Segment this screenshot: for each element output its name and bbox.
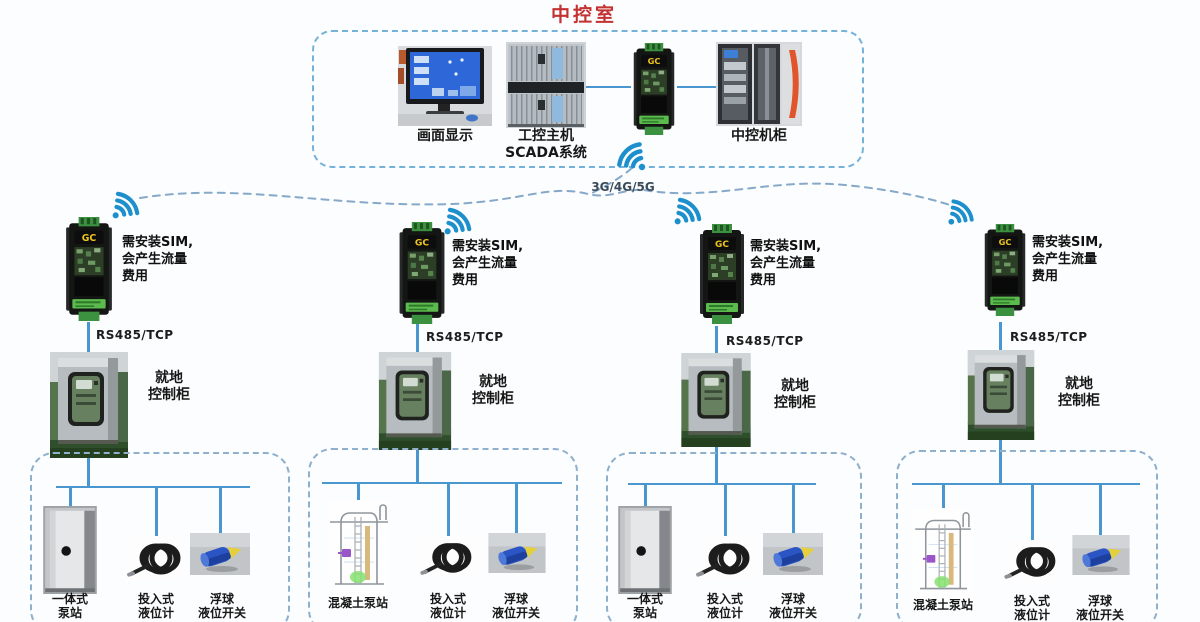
control-room-cabinet-photo bbox=[716, 42, 802, 126]
dtu-modem-photo: GC bbox=[66, 217, 112, 321]
local-cabinet-label: 就地控制柜 bbox=[1058, 376, 1100, 409]
float-switch-photo bbox=[488, 533, 546, 573]
device-label: 混凝土泵站 bbox=[327, 596, 388, 610]
float-switch-photo bbox=[1072, 535, 1130, 575]
wifi-icon bbox=[617, 142, 646, 171]
scada-host-caption-line1: 工控主机 bbox=[518, 128, 574, 144]
dtu-cabinet-link bbox=[87, 322, 90, 352]
drop-line bbox=[515, 482, 518, 533]
level-transmitter-photo bbox=[418, 536, 478, 578]
local-cabinet-label: 就地控制柜 bbox=[472, 374, 514, 407]
device-label: 浮球液位开关 bbox=[197, 592, 246, 621]
concrete-pump-station-drawing bbox=[328, 500, 390, 598]
svg-text:GC: GC bbox=[715, 240, 729, 250]
rs485-link-label: RS485/TCP bbox=[1010, 330, 1088, 344]
sensor-bus bbox=[322, 482, 562, 484]
drop-line bbox=[155, 486, 158, 536]
drop-line bbox=[1099, 483, 1102, 536]
scada-host-caption-line2: SCADA系统 bbox=[505, 144, 587, 161]
cabinet-bus-link bbox=[715, 447, 718, 485]
local-cabinet-photo bbox=[378, 352, 452, 450]
float-switch-photo bbox=[763, 533, 823, 575]
drop-line bbox=[724, 483, 727, 536]
dtu-modem-photo: GC bbox=[700, 224, 744, 324]
field-devices-box bbox=[30, 452, 290, 622]
drop-line bbox=[792, 483, 795, 534]
dtu-cabinet-link bbox=[999, 322, 1002, 350]
field-devices-box bbox=[896, 450, 1158, 622]
device-label: 一体式泵站 bbox=[626, 592, 663, 621]
level-transmitter-photo bbox=[694, 536, 756, 580]
drop-line bbox=[357, 482, 360, 502]
device-label: 一体式泵站 bbox=[51, 592, 88, 621]
scada-host-photo bbox=[506, 42, 586, 128]
local-cabinet-photo bbox=[967, 350, 1035, 440]
scada-host-caption: 工控主机 SCADA系统 bbox=[494, 128, 598, 161]
sensor-bus bbox=[912, 483, 1140, 485]
svg-text:GC: GC bbox=[415, 237, 430, 248]
control-room-box bbox=[312, 30, 864, 168]
wireless-network-label: 3G/4G/5G bbox=[591, 180, 655, 194]
drop-line bbox=[69, 486, 72, 506]
local-cabinet-photo bbox=[681, 353, 751, 447]
drop-line bbox=[447, 482, 450, 536]
device-label: 混凝土泵站 bbox=[912, 598, 973, 612]
dtu-modem-photo: GC bbox=[984, 224, 1026, 316]
drop-line bbox=[942, 483, 945, 512]
level-transmitter-photo bbox=[125, 536, 187, 580]
page-title: 中控室 bbox=[550, 4, 617, 26]
sim-note: 需安装SIM, 会产生流量 费用 bbox=[750, 239, 822, 288]
cabinet-bus-link bbox=[416, 450, 419, 484]
sim-note: 需安装SIM, 会产生流量 费用 bbox=[122, 235, 194, 284]
dtu-cabinet-link bbox=[416, 324, 419, 352]
dtu-modem-photo: GC bbox=[399, 222, 445, 324]
svg-text:GC: GC bbox=[999, 237, 1012, 247]
device-label: 投入式液位计 bbox=[706, 592, 743, 621]
display-caption: 画面显示 bbox=[417, 128, 473, 144]
link-dtu-to-cabinet bbox=[677, 86, 716, 88]
integrated-pump-station-photo bbox=[43, 506, 97, 594]
integrated-pump-station-photo bbox=[618, 506, 672, 594]
local-cabinet-label: 就地控制柜 bbox=[774, 378, 816, 411]
cabinet-bus-link bbox=[999, 440, 1002, 483]
field-devices-box bbox=[606, 452, 862, 622]
sim-note: 需安装SIM, 会产生流量 费用 bbox=[1032, 235, 1104, 284]
device-label: 浮球液位开关 bbox=[1075, 594, 1124, 622]
float-switch-photo bbox=[190, 533, 250, 575]
device-label: 浮球液位开关 bbox=[491, 592, 540, 621]
level-transmitter-photo bbox=[1002, 540, 1062, 582]
display-monitor-photo bbox=[398, 46, 492, 126]
central-dtu-photo: GC bbox=[633, 43, 675, 135]
link-host-to-dtu bbox=[586, 86, 631, 88]
local-cabinet-photo bbox=[50, 352, 128, 458]
svg-text:GC: GC bbox=[82, 233, 97, 244]
device-label: 投入式液位计 bbox=[1013, 594, 1050, 622]
device-label: 投入式液位计 bbox=[429, 592, 466, 621]
sensor-bus bbox=[56, 486, 250, 488]
sensor-bus bbox=[628, 483, 816, 485]
wifi-icon bbox=[112, 191, 140, 219]
wifi-icon bbox=[674, 197, 702, 225]
local-cabinet-label: 就地控制柜 bbox=[148, 370, 190, 403]
control-room-cabinet-caption: 中控机柜 bbox=[731, 128, 787, 144]
rs485-link-label: RS485/TCP bbox=[426, 330, 504, 344]
device-label: 投入式液位计 bbox=[137, 592, 174, 621]
concrete-pump-station-drawing bbox=[913, 508, 973, 602]
sim-note: 需安装SIM, 会产生流量 费用 bbox=[452, 239, 524, 288]
drop-line bbox=[219, 486, 222, 534]
device-label: 浮球液位开关 bbox=[768, 592, 817, 621]
dtu-logo: GC bbox=[648, 56, 661, 66]
wifi-icon bbox=[948, 199, 974, 225]
drop-line bbox=[1031, 483, 1034, 540]
dtu-cabinet-link bbox=[715, 326, 718, 353]
cabinet-bus-link bbox=[87, 458, 90, 488]
wifi-icon bbox=[444, 207, 472, 235]
rs485-link-label: RS485/TCP bbox=[96, 328, 174, 342]
drop-line bbox=[644, 483, 647, 506]
field-devices-box bbox=[308, 448, 578, 622]
rs485-link-label: RS485/TCP bbox=[726, 334, 804, 348]
